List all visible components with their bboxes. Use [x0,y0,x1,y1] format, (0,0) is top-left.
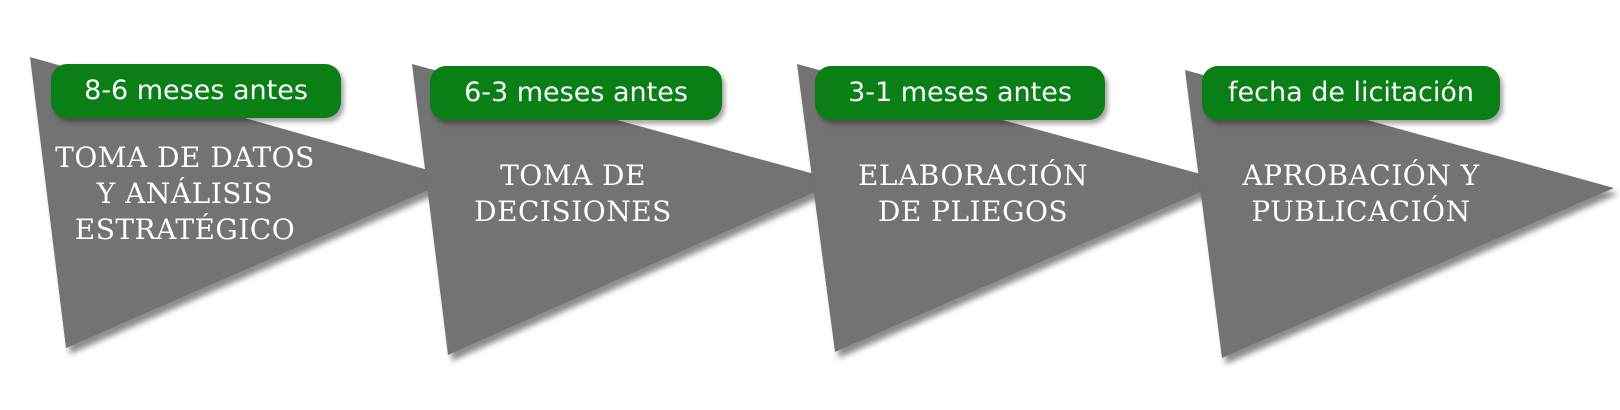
stage-3-timing-badge: 3-1 meses antes [815,66,1105,120]
stage-2-arrow [412,64,840,355]
stage-3-arrow [797,64,1226,352]
stage-1-arrow [30,57,456,348]
stage-1-title: TOMA DE DATOS Y ANÁLISIS ESTRATÉGICO [55,141,315,246]
stage-1-timing-badge: 8-6 meses antes [51,64,341,118]
stage-4-title: APROBACIÓN Y PUBLICACIÓN [1242,159,1480,228]
stage-3-title: ELABORACIÓN DE PLIEGOS [857,159,1089,228]
stage-2-title: TOMA DE DECISIONES [474,159,672,228]
stage-4-timing-badge: fecha de licitación [1202,66,1500,120]
stage-4-arrow [1185,70,1614,358]
stage-2-timing-badge: 6-3 meses antes [430,66,722,120]
